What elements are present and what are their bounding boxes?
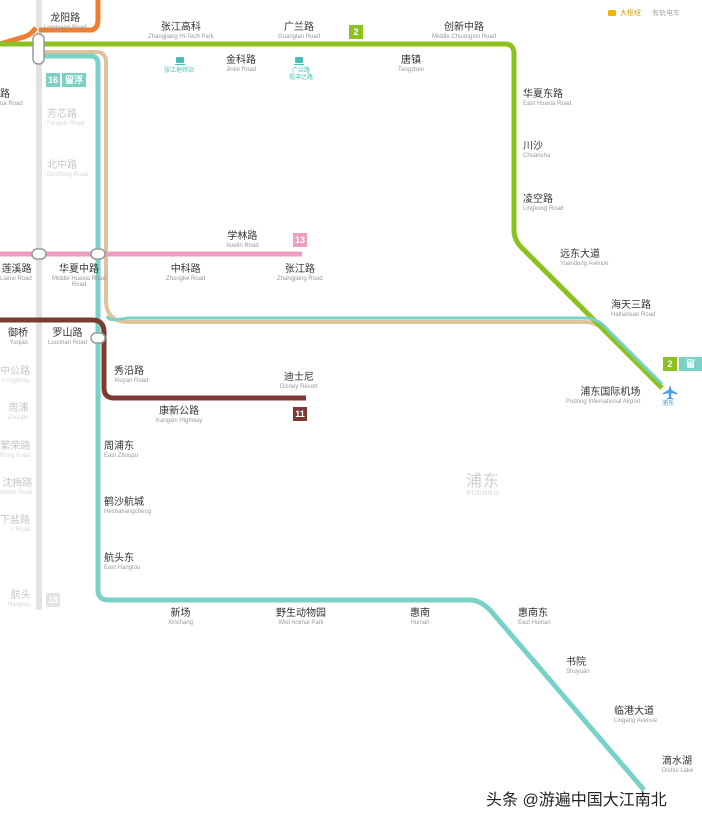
line-16-badge[interactable]: 16 bbox=[46, 73, 60, 87]
line-11-badge[interactable]: 11 bbox=[293, 407, 307, 421]
interchange-luoshan[interactable] bbox=[90, 332, 106, 344]
interchange-huaxia-m[interactable] bbox=[90, 248, 106, 260]
legend-major: 大枢纽 bbox=[620, 10, 641, 17]
watermark: 头条 @游遍中国大江南北 bbox=[486, 792, 667, 809]
legend-major-icon bbox=[608, 10, 616, 16]
line-2-badge[interactable]: 2 bbox=[349, 25, 363, 39]
legend-minor: 有轨电车 bbox=[652, 10, 680, 17]
tram-stop-1[interactable]: 张江地铁站 bbox=[164, 68, 195, 74]
tram-stop-2[interactable]: 广兰路祖冲之路 bbox=[289, 68, 314, 82]
interchange-lianxi[interactable] bbox=[31, 248, 47, 260]
line-11 bbox=[0, 317, 306, 401]
tram-icon bbox=[175, 57, 185, 65]
line-2 bbox=[0, 41, 664, 390]
line-faded-badge[interactable]: 18 bbox=[46, 593, 60, 607]
line-16-tag[interactable]: 留浮 bbox=[62, 73, 87, 87]
interchange-longyang[interactable] bbox=[32, 33, 45, 65]
line-2-badge-right[interactable]: 2 bbox=[663, 357, 677, 371]
airplane-icon bbox=[663, 385, 677, 400]
line-7 bbox=[0, 0, 101, 47]
line-tag-right[interactable]: 留浮 bbox=[679, 357, 702, 383]
airport-label: 浦东 bbox=[662, 401, 675, 407]
line-16 bbox=[39, 53, 646, 792]
tram-icon bbox=[294, 57, 304, 65]
line-13-badge[interactable]: 13 bbox=[293, 233, 307, 247]
line-16-to-airport bbox=[106, 315, 664, 386]
